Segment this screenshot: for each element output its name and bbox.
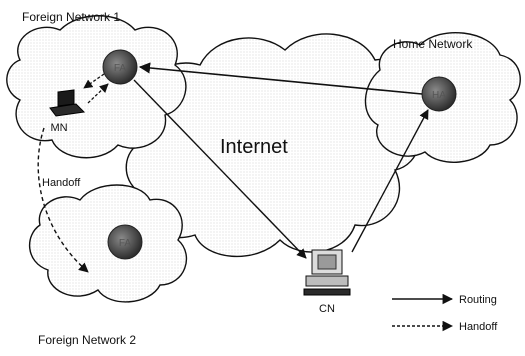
mn-laptop-icon bbox=[49, 89, 86, 117]
ha-to-fa1-arrow bbox=[138, 62, 423, 95]
cn-to-ha-arrow bbox=[351, 109, 429, 253]
fa1-to-mn-arrow bbox=[83, 73, 105, 89]
mn-to-fa1-arrow bbox=[87, 83, 109, 104]
legend-handoff-label: Handoff bbox=[459, 321, 498, 333]
internet-label: Internet bbox=[220, 136, 288, 158]
cn-computer-icon bbox=[303, 249, 351, 296]
foreign-network-2-label: Foreign Network 2 bbox=[38, 333, 136, 347]
ha-router-icon: HA bbox=[421, 76, 457, 112]
fa1-router-icon: FA bbox=[102, 49, 138, 85]
home-network-label: Home Network bbox=[393, 37, 473, 51]
fa1-to-cn-arrow bbox=[133, 79, 307, 259]
foreign-network-1-cloud bbox=[6, 15, 187, 159]
cn-label: CN bbox=[319, 303, 335, 315]
handoff-dashed-arrow bbox=[37, 127, 89, 273]
fa2-label: FA bbox=[119, 238, 132, 249]
handoff-label: Handoff bbox=[42, 177, 81, 189]
legend-routing-label: Routing bbox=[459, 294, 497, 306]
mn-label: MN bbox=[50, 122, 67, 134]
fa1-label: FA bbox=[114, 63, 127, 74]
legend: Routing Handoff bbox=[392, 293, 498, 333]
foreign-network-1-label: Foreign Network 1 bbox=[22, 10, 120, 24]
fa2-router-icon: FA bbox=[107, 224, 143, 260]
ha-label: HA bbox=[432, 90, 446, 101]
